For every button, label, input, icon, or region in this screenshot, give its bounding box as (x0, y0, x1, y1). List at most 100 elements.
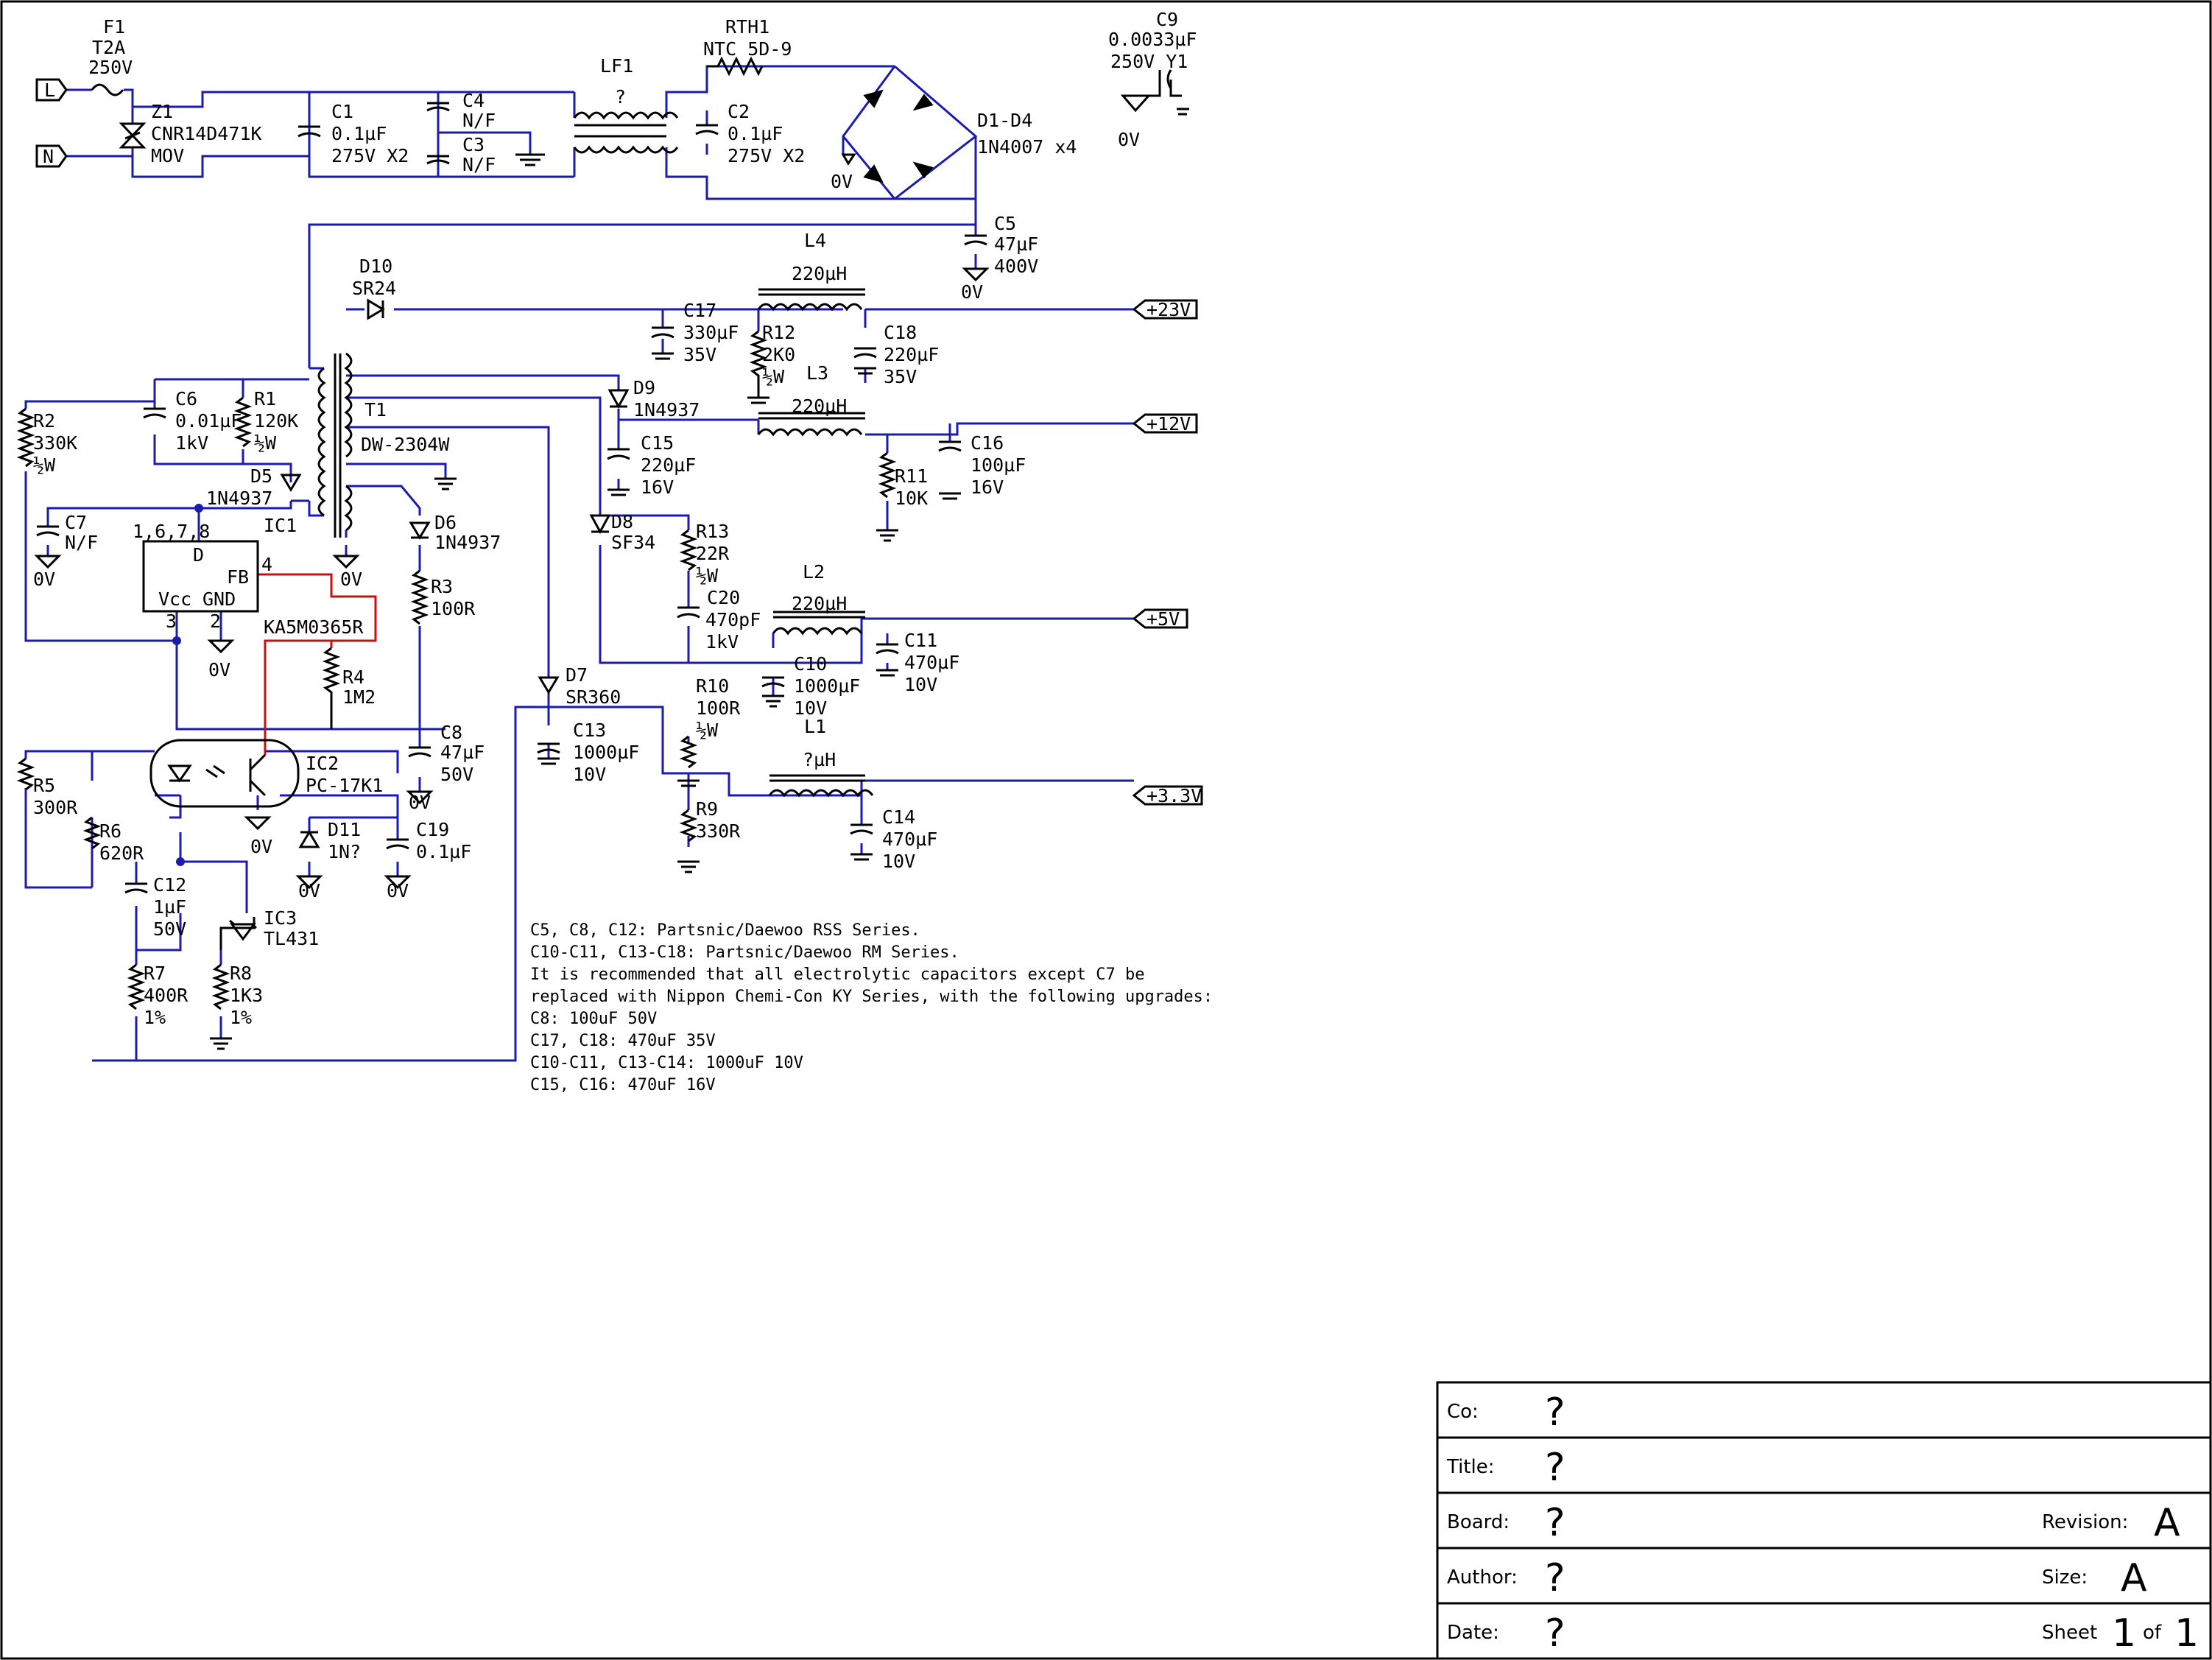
r7-val1: 400R (144, 985, 189, 1006)
c7-gnd-label: 0V (33, 569, 55, 590)
d1d4-val: 1N4007 x4 (977, 136, 1077, 158)
d6-ref: D6 (434, 512, 457, 533)
ic1-pin-fb: FB (227, 566, 249, 588)
tb-author-label: Author: (1447, 1566, 1518, 1589)
tb-revision-label: Revision: (2042, 1511, 2128, 1533)
note-line: replaced with Nippon Chemi-Con KY Series… (530, 988, 1213, 1006)
connector-l-label: L (44, 80, 55, 101)
bridge-gnd-label: 0V (831, 171, 853, 192)
r1-ref: R1 (254, 388, 276, 409)
c7-ref: C7 (65, 512, 87, 533)
r13-val1: 22R (696, 543, 730, 564)
ic1-ref: IC1 (264, 515, 297, 536)
c6-val1: 0.01µF (175, 410, 242, 432)
ic1-part: KA5M0365R (264, 616, 364, 638)
c10-val1: 1000µF (794, 675, 860, 697)
c15-ref: C15 (641, 432, 674, 454)
l1-val: ?µH (803, 749, 836, 770)
c9-val1: 0.0033µF (1108, 29, 1197, 50)
d10-ref: D10 (359, 256, 392, 277)
c1-val1: 0.1µF (331, 123, 387, 144)
c14-val1: 470µF (882, 829, 937, 850)
r9-val: 330R (696, 820, 741, 842)
r10-ref: R10 (696, 675, 729, 697)
tb-size-label: Size: (2042, 1566, 2088, 1589)
r12-val2: ½W (762, 366, 785, 387)
l1-ref: L1 (804, 716, 826, 737)
d9-val: 1N4937 (633, 399, 700, 421)
tb-sheet-label: Sheet (2042, 1622, 2097, 1644)
ic1-pin-gnd: GND (202, 588, 236, 610)
c20-val2: 1kV (705, 631, 739, 653)
c11-ref: C11 (904, 630, 937, 651)
junctions (172, 504, 203, 866)
ic1-pin-gnd-num: 2 (210, 611, 221, 632)
c12-val2: 50V (153, 918, 186, 940)
feedback-wire (258, 573, 377, 755)
c9-val2: 250V Y1 (1110, 51, 1188, 72)
c2-val2: 275V X2 (728, 145, 805, 166)
tb-size-value: A (2121, 1556, 2147, 1600)
wires (24, 65, 1134, 1062)
tb-board-value: ? (1545, 1501, 1565, 1545)
tb-sheet-of: of (2143, 1622, 2162, 1644)
c18-val2: 35V (884, 366, 917, 387)
c3-ref: C3 (462, 134, 485, 155)
z1-val2: MOV (151, 145, 184, 166)
c17-val2: 35V (683, 344, 716, 365)
notes: C5, C8, C12: Partsnic/Daewoo RSS Series.… (530, 921, 1213, 1094)
d11-val: 1N? (328, 841, 361, 862)
t1-val: DW-2304W (361, 434, 450, 455)
c11-val2: 10V (904, 674, 937, 695)
d5-ref: D5 (250, 465, 272, 487)
r2-val1: 330K (33, 432, 77, 454)
rail-5v-label: +5V (1146, 608, 1180, 630)
c10-val2: 10V (794, 697, 827, 719)
note-line: C10-C11, C13-C14: 1000uF 10V (530, 1054, 803, 1072)
r3-val: 100R (431, 598, 476, 619)
c17-val1: 330µF (683, 322, 739, 343)
c9-gnd-label: 0V (1118, 129, 1140, 150)
d11-gnd-label: 0V (298, 880, 320, 901)
rth1-ref: RTH1 (725, 16, 769, 38)
ic1-pins-top: 1,6,7,8 (133, 521, 210, 542)
c13-ref: C13 (573, 720, 606, 741)
c16-ref: C16 (971, 432, 1004, 454)
r5-val: 300R (33, 797, 78, 818)
c5-val1: 47µF (994, 233, 1038, 255)
note-line: It is recommended that all electrolytic … (530, 966, 1144, 984)
r1-val1: 120K (254, 410, 298, 432)
c11-val1: 470µF (904, 652, 959, 673)
ic2-ref: IC2 (306, 753, 339, 774)
ic2-val: PC-17K1 (306, 775, 383, 796)
f1-ref: F1 (103, 16, 125, 38)
component-labels: F1 T2A 250V L N Z1 CNR14D471K MOV C1 0.1… (33, 9, 1202, 1028)
r2-val2: ½W (33, 454, 56, 476)
r8-val2: 1% (230, 1007, 252, 1028)
tb-co-value: ? (1545, 1390, 1565, 1435)
note-line: C8: 100uF 50V (530, 1010, 657, 1028)
ic1-pin-d: D (193, 544, 204, 566)
tb-author-value: ? (1545, 1556, 1565, 1600)
c8-ref: C8 (440, 722, 462, 743)
r11-val: 10K (895, 488, 928, 509)
r6-ref: R6 (99, 820, 121, 842)
r8-ref: R8 (230, 963, 252, 984)
c16-val2: 16V (971, 476, 1004, 498)
r7-ref: R7 (144, 963, 166, 984)
c8-val2: 50V (440, 764, 473, 785)
ic1-pin-vcc: Vcc (158, 588, 191, 610)
tb-co-label: Co: (1447, 1401, 1479, 1423)
tb-board-label: Board: (1447, 1511, 1510, 1533)
tb-title-label: Title: (1446, 1456, 1494, 1478)
tb-date-value: ? (1545, 1611, 1565, 1656)
c12-val1: 1µF (153, 896, 186, 918)
note-line: C15, C16: 470uF 16V (530, 1076, 716, 1094)
c20-ref: C20 (707, 587, 740, 608)
d9-ref: D9 (633, 377, 655, 398)
ic2-gnd-label: 0V (250, 836, 272, 857)
r7-val2: 1% (144, 1007, 166, 1028)
d10-val: SR24 (352, 278, 396, 299)
r11-ref: R11 (895, 465, 928, 487)
